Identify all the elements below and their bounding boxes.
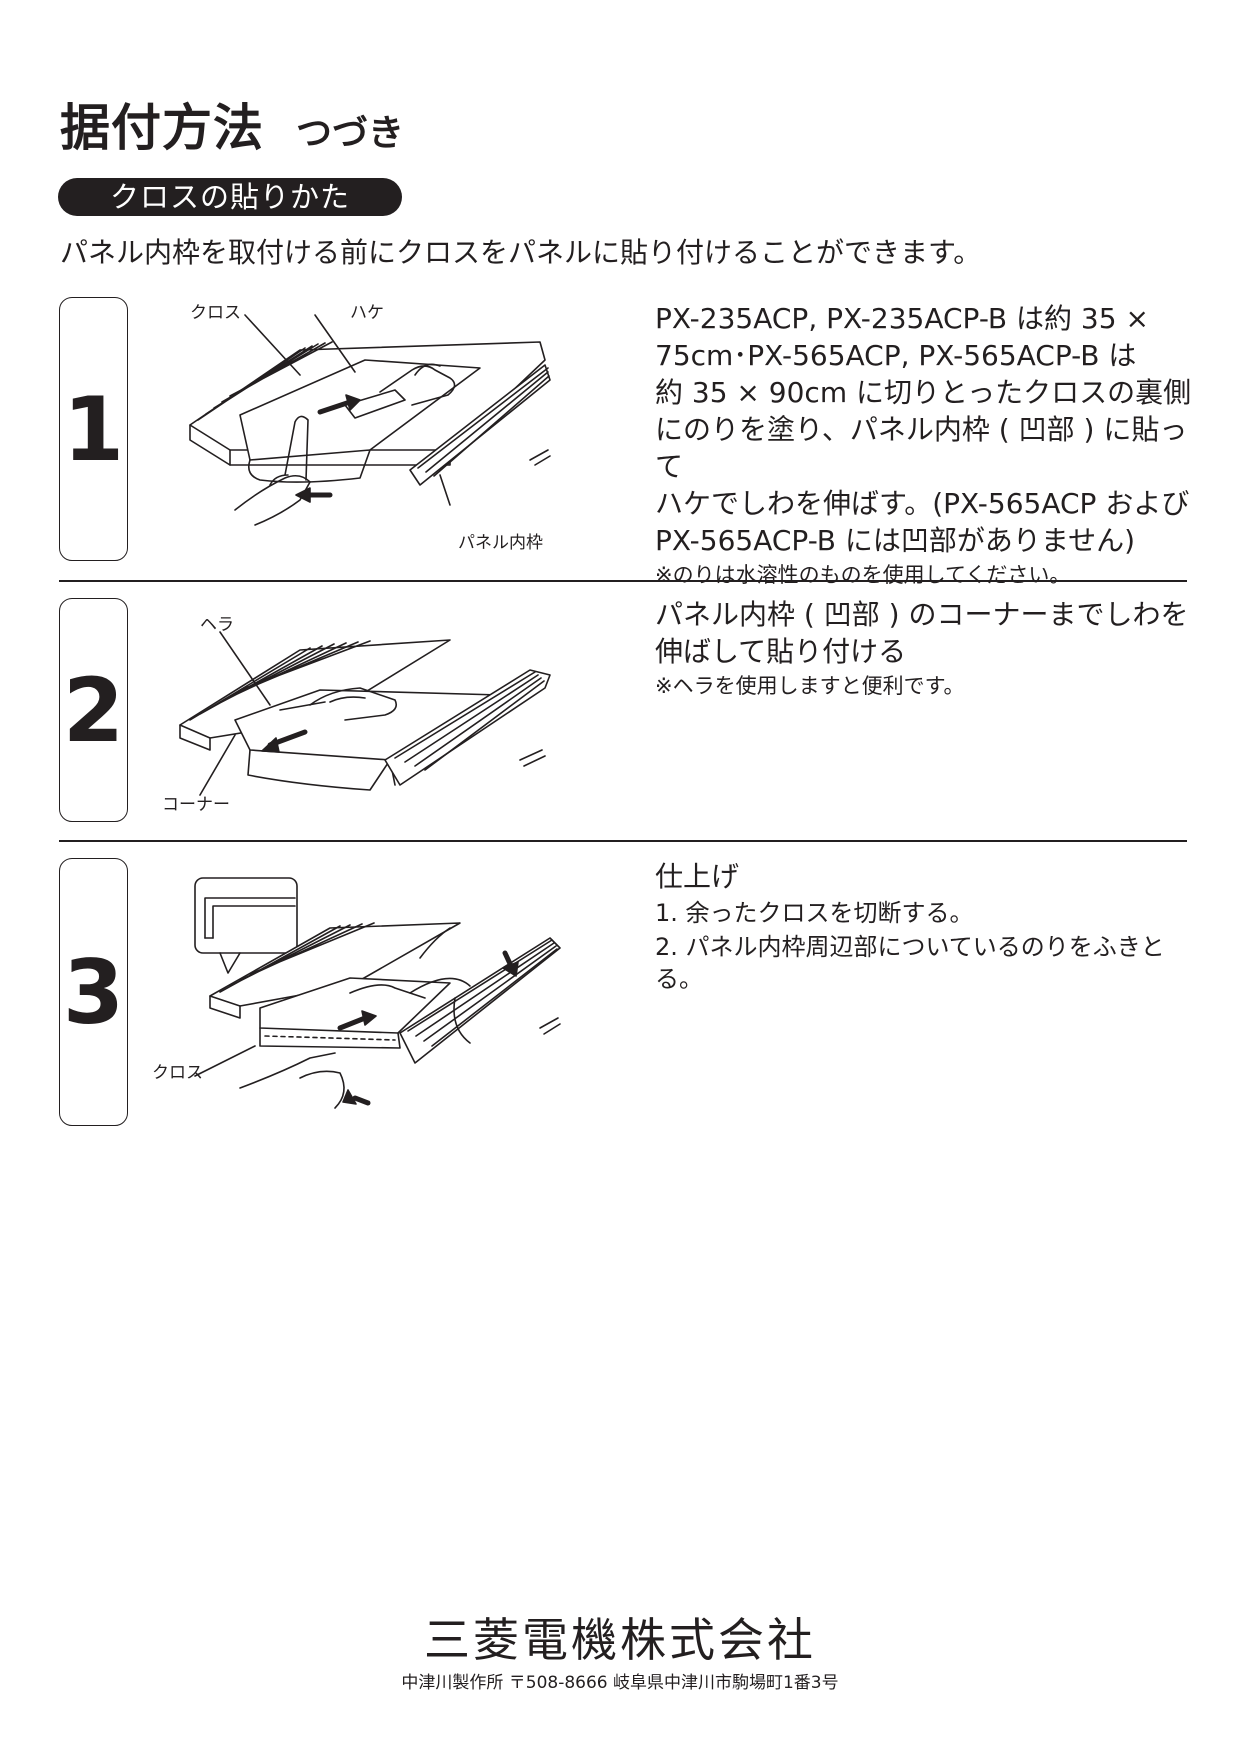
step-1-text: PX-235ACP, PX-235ACP-B は約 35 × 75cm･PX-5… — [655, 300, 1195, 590]
company-address: 中津川製作所 〒508-8666 岐阜県中津川市駒場町1番3号 — [401, 1673, 839, 1693]
step-2-number: 2 — [59, 598, 128, 822]
step-1-line: PX-235ACP, PX-235ACP-B は約 35 × — [655, 302, 1149, 335]
step-1-line: 約 35 × 90cm に切りとったクロスの裏側 — [655, 376, 1192, 409]
step-1-label-brush: ハケ — [350, 303, 384, 323]
step-1-label-cloth: クロス — [190, 303, 241, 323]
step-2-line: パネル内枠 ( 凹部 ) のコーナーまでしわを — [655, 598, 1189, 631]
step-1-note: ※のりは水溶性のものを使用してください。 — [655, 563, 1071, 587]
section-intro: パネル内枠を取付ける前にクロスをパネルに貼り付けることができます。 — [60, 236, 982, 269]
step-3-item: 2. パネル内枠周辺部についているのりをふきとる。 — [655, 933, 1165, 993]
step-3-illustration: クロス — [152, 877, 561, 1109]
step-3-label-cloth: クロス — [152, 1063, 203, 1083]
company-name: 三菱電機株式会社 — [424, 1613, 816, 1667]
section-pill: クロスの貼りかた — [58, 178, 402, 216]
step-divider — [59, 580, 1187, 582]
step-2-label-spatula: ヘラ — [200, 615, 234, 635]
step-1-number: 1 — [59, 297, 128, 561]
step-2-label-corner: コーナー — [162, 795, 230, 815]
step-3-text: 仕上げ 1. 余ったクロスを切断する。 2. パネル内枠周辺部についているのりを… — [655, 858, 1195, 995]
page-title: 据付方法つづき — [60, 88, 404, 160]
title-sub: つづき — [296, 113, 405, 154]
title-main: 据付方法 — [60, 99, 264, 157]
step-1-line: PX-565ACP-B には凹部がありません) — [655, 524, 1136, 557]
step-2-line: 伸ばして貼り付ける — [655, 635, 907, 668]
step-2-text: パネル内枠 ( 凹部 ) のコーナーまでしわを 伸ばして貼り付ける ※ヘラを使用… — [655, 596, 1195, 701]
step-3-number: 3 — [59, 858, 128, 1126]
step-3-item: 1. 余ったクロスを切断する。 — [655, 899, 974, 927]
step-1-label-frame: パネル内枠 — [458, 533, 543, 553]
step-1-line: 75cm･PX-565ACP, PX-565ACP-B は — [655, 339, 1137, 372]
step-1-line: にのりを塗り、パネル内枠 ( 凹部 ) に貼って — [655, 413, 1188, 483]
step-3-heading: 仕上げ — [655, 860, 740, 893]
step-1-illustration: クロス ハケ パネル内枠 — [189, 303, 551, 553]
step-2-note: ※ヘラを使用しますと便利です。 — [655, 674, 965, 698]
step-1-line: ハケでしわを伸ばす。(PX-565ACP および — [655, 487, 1190, 520]
step-divider — [59, 840, 1187, 842]
step-2-illustration: ヘラ コーナー — [162, 615, 551, 815]
